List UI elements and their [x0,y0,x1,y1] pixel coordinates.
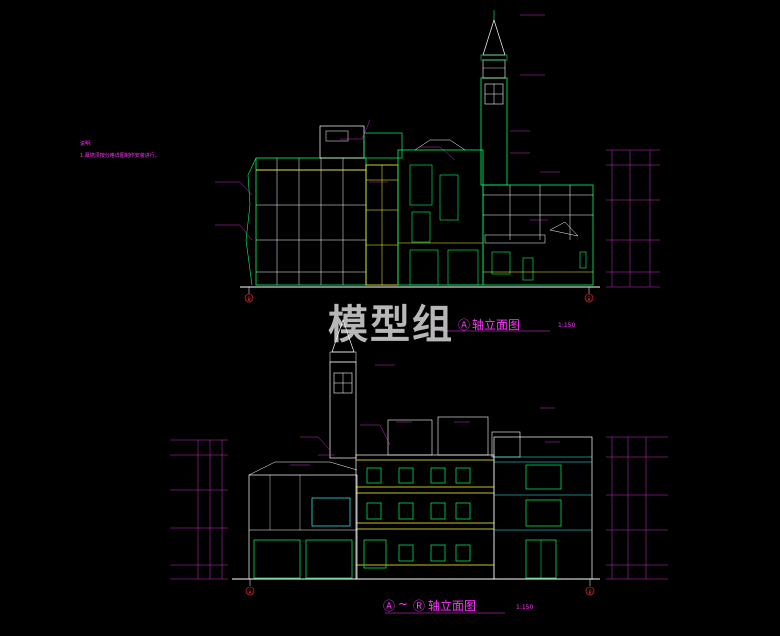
top-axis-left-label: Ⓡ [246,297,253,304]
top-dimension-chain [606,149,660,288]
bottom-right-bands [494,456,592,531]
top-left-glass-grid [256,158,366,285]
bottom-axis-left-label: Ⓐ [247,590,254,597]
top-title-text: 轴立面图 [472,318,521,332]
bottom-elevation [170,318,668,596]
top-axis-right-label: Ⓐ [586,297,593,304]
top-title-scale: 1:150 [558,322,576,329]
top-leader-lines [215,14,560,241]
bottom-axis-right-bubble [585,586,595,596]
top-axis-left-bubble [244,293,254,303]
notes-line-1: 1.幕墙须按分格详图制作安装进行。 [80,153,160,159]
bottom-middle-windows [363,467,471,569]
bottom-axis-right-label: Ⓡ [587,590,594,597]
top-center-windows [398,164,483,286]
top-axis-right-bubble [584,293,594,303]
top-title-circle: Ⓐ [458,318,471,332]
bottom-left-block [248,474,358,580]
top-tower-spire [482,18,506,56]
bottom-dimension-chains [170,436,668,580]
bottom-title-scale: 1:150 [516,604,534,611]
bottom-axis-left-bubble [245,586,255,596]
top-left-volume [255,157,367,286]
bottom-title-circle-b: Ⓡ [413,599,426,613]
notes-heading: 说明: [80,141,92,147]
bottom-left-feature-window [311,497,351,527]
bottom-leader-lines [290,364,560,466]
top-right-wing-glass [483,185,593,240]
top-elevation [215,10,660,303]
bottom-middle-block [355,454,495,580]
bottom-right-block [493,436,593,580]
bottom-floor-bands [356,459,494,566]
bottom-title-circle-a: Ⓐ [383,599,396,613]
top-right-wing [482,184,594,286]
top-center-block [397,149,484,286]
bottom-title-text: 轴立面图 [428,599,477,613]
watermark-text: 模型组 [328,302,454,348]
bottom-title-tilde: ~ [398,597,409,611]
